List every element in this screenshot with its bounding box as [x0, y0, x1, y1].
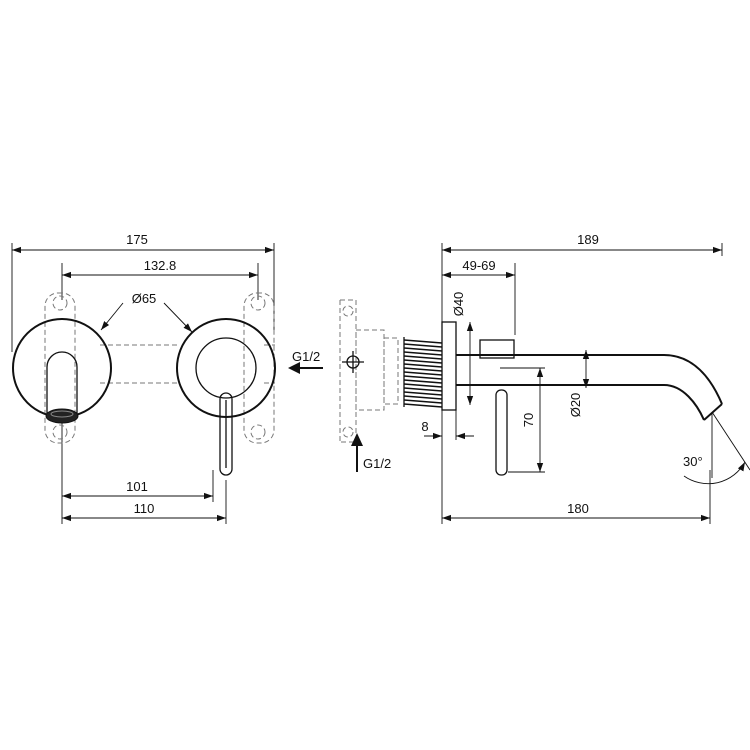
thread-line	[403, 367, 443, 372]
thread-line	[403, 339, 443, 344]
label-180: 180	[567, 501, 589, 516]
threaded-cartridge	[403, 339, 443, 408]
label-70: 70	[521, 413, 536, 427]
thread-line	[403, 343, 443, 348]
label-spout-diameter: Ø20	[568, 393, 583, 418]
thread-line	[403, 371, 443, 376]
thread-line	[403, 355, 443, 360]
label-rosette-diameter: Ø65	[132, 291, 157, 306]
thread-line	[403, 395, 443, 400]
label-inlet-bottom: G1/2	[363, 456, 391, 471]
side-lever	[495, 389, 508, 476]
front-view: 175 132.8 Ø65 101 110	[11, 232, 276, 524]
handle-hub	[195, 337, 257, 399]
label-110: 110	[134, 501, 155, 516]
label-flange-diameter: Ø40	[451, 292, 466, 317]
label-101: 101	[126, 479, 148, 494]
angle-arc	[683, 461, 746, 485]
concealed-body-view: G1/2 G1/2	[288, 299, 443, 472]
label-8: 8	[421, 419, 428, 434]
label-175: 175	[126, 232, 148, 247]
thread-line	[403, 383, 443, 388]
thread-line	[403, 359, 443, 364]
thread-line	[403, 403, 443, 408]
thread-line	[403, 391, 443, 396]
label-189: 189	[577, 232, 599, 247]
thread-line	[403, 347, 443, 352]
spout-rosette	[12, 318, 112, 418]
label-132-8: 132.8	[144, 258, 177, 273]
handle-lever	[219, 392, 233, 476]
label-49-69: 49-69	[462, 258, 495, 273]
thread-line	[403, 363, 443, 368]
thread-line	[403, 399, 443, 404]
spout-outline	[46, 351, 78, 416]
wall-plate	[441, 321, 457, 411]
thread-line	[403, 375, 443, 380]
side-view: 189 49-69 Ø40 Ø20 70 8 180 30°	[421, 232, 750, 524]
body-collar	[479, 339, 515, 359]
thread-line	[403, 387, 443, 392]
spout-pipe	[456, 354, 723, 405]
spout-outlet	[45, 408, 79, 424]
label-inlet-side: G1/2	[292, 349, 320, 364]
thread-line	[403, 351, 443, 356]
label-angle: 30°	[683, 454, 703, 469]
thread-line	[403, 379, 443, 384]
